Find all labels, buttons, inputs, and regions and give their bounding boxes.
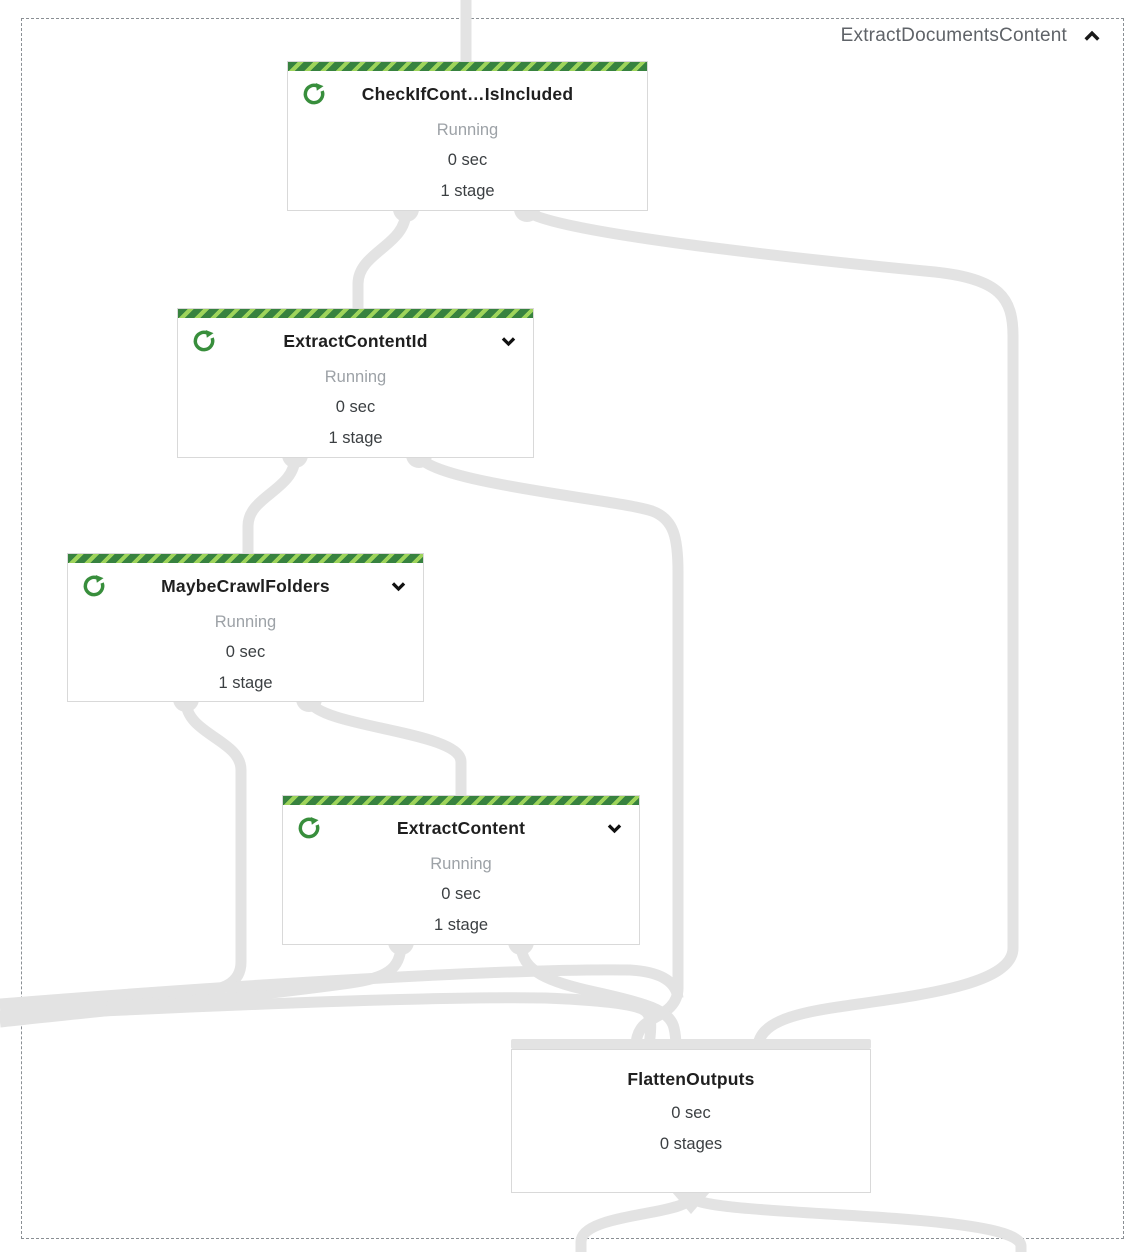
edge: [414, 452, 684, 1049]
chevron-down-icon: [391, 582, 406, 592]
step-status: Running: [430, 855, 492, 873]
edge: [304, 697, 467, 800]
group-boundary: [21, 18, 1124, 1239]
chevron-up-icon: [1084, 30, 1100, 41]
step-status: Running: [324, 368, 387, 386]
expand-step-button[interactable]: [387, 575, 410, 603]
step-title: CheckIfCont…IsIncluded: [361, 83, 574, 104]
chevron-down-icon: [501, 337, 516, 347]
chevron-down-icon: [607, 824, 622, 834]
running-stripe: [283, 796, 639, 805]
step-node-extractcontent[interactable]: ExtractContent Running 0 sec 1 stage: [282, 795, 640, 945]
edge: [352, 210, 412, 316]
group-title: ExtractDocumentsContent: [840, 25, 1067, 46]
step-duration: 0 sec: [441, 885, 481, 903]
step-duration: 0 sec: [671, 1104, 711, 1122]
step-stages: 1 stage: [440, 182, 495, 200]
step-title: ExtractContentId: [283, 330, 428, 351]
output-arrow: [672, 1192, 710, 1214]
edge: [0, 964, 684, 1010]
group-header: ExtractDocumentsContent: [841, 21, 1105, 51]
edge: [0, 700, 247, 1014]
collapse-group-button[interactable]: [1079, 23, 1105, 49]
running-spinner-icon: [193, 330, 215, 352]
step-status: Running: [214, 613, 277, 631]
step-stages: 1 stage: [433, 916, 489, 934]
edge: [0, 992, 657, 1049]
running-stripe: [288, 62, 647, 71]
step-duration: 0 sec: [225, 643, 266, 661]
edge: [515, 943, 682, 1049]
expand-step-button[interactable]: [603, 817, 626, 845]
step-duration: 0 sec: [447, 151, 488, 169]
running-spinner-icon: [303, 83, 325, 105]
flatten-input-bar: [511, 1039, 871, 1049]
step-title: MaybeCrawlFolders: [161, 575, 330, 596]
step-duration: 0 sec: [335, 398, 376, 416]
edge: [575, 1193, 697, 1252]
step-node-extractcontentid[interactable]: ExtractContentId Running 0 sec 1 stage: [177, 308, 534, 458]
step-status: Running: [436, 121, 499, 139]
expand-step-button[interactable]: [497, 330, 520, 358]
step-stages: 1 stage: [218, 674, 273, 692]
step-title: FlattenOutputs: [627, 1068, 755, 1089]
running-stripe: [68, 554, 423, 563]
edge: [685, 1190, 1027, 1252]
step-node-maybecrawlfolders[interactable]: MaybeCrawlFolders Running 0 sec 1 stage: [67, 553, 424, 702]
running-stripe: [178, 309, 533, 318]
running-spinner-icon: [83, 575, 105, 597]
step-node-flattenoutputs[interactable]: FlattenOutputs 0 sec 0 stages: [511, 1049, 871, 1193]
step-node-checkifcontisincluded[interactable]: CheckIfCont…IsIncluded Running 0 sec 1 s…: [287, 61, 648, 211]
edge: [523, 206, 1019, 1049]
running-spinner-icon: [298, 817, 320, 839]
step-stages: 1 stage: [328, 429, 383, 447]
edge: [242, 456, 301, 560]
step-stages: 0 stages: [659, 1135, 723, 1153]
step-title: ExtractContent: [396, 817, 526, 838]
